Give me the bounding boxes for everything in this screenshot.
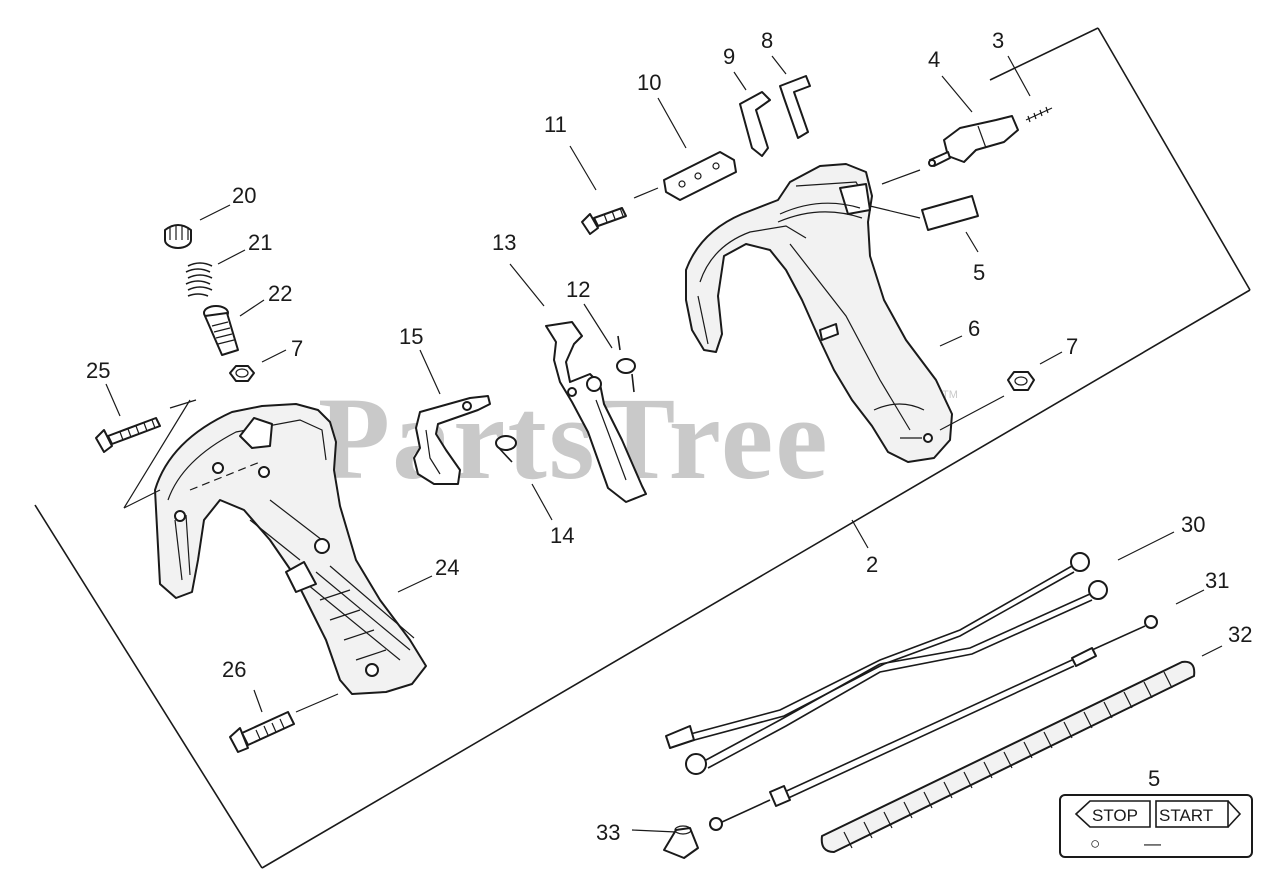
assembly-frame <box>34 27 1251 869</box>
callout-4: 4 <box>928 47 940 72</box>
callout-24: 24 <box>435 555 459 580</box>
callout-26: 26 <box>222 657 246 682</box>
part-7-nut-right <box>1007 371 1035 391</box>
callout-7-right: 7 <box>1066 334 1078 359</box>
callout-8: 8 <box>761 28 773 53</box>
callout-9: 9 <box>723 44 735 69</box>
callout-20: 20 <box>232 183 256 208</box>
part-33-cap <box>663 825 699 859</box>
decal-start-label: START <box>1159 806 1213 825</box>
part-14-spring <box>495 435 517 463</box>
part-13-trigger <box>545 321 647 503</box>
callout-30: 30 <box>1181 512 1205 537</box>
part-30-cable <box>665 552 1108 775</box>
part-25-screw <box>95 417 161 453</box>
callout-13: 13 <box>492 230 516 255</box>
callout-25: 25 <box>86 358 110 383</box>
part-6-handle-half <box>685 163 953 463</box>
callout-11: 11 <box>544 112 567 137</box>
part-12-spring <box>616 335 636 393</box>
callout-5-decal: 5 <box>1148 766 1160 791</box>
callout-22: 22 <box>268 281 292 306</box>
callout-21: 21 <box>248 230 272 255</box>
callout-33: 33 <box>596 820 620 845</box>
callout-5-small: 5 <box>973 260 985 285</box>
callout-14: 14 <box>550 523 574 548</box>
part-11-screw <box>581 207 627 235</box>
callout-labels: 20 21 22 7 25 24 26 15 14 13 12 11 10 9 … <box>86 28 1252 845</box>
part-15-lockout <box>413 395 491 485</box>
part-26-bolt <box>229 711 295 753</box>
leader-lines <box>105 55 1223 833</box>
part-31-inner-cable <box>709 615 1158 831</box>
part-22-plunger <box>203 305 239 356</box>
callout-15: 15 <box>399 324 423 349</box>
callout-32: 32 <box>1228 622 1252 647</box>
part-4-switch <box>928 115 1019 167</box>
part-8-bracket <box>779 75 811 139</box>
callout-10: 10 <box>637 70 661 95</box>
decal-on-symbol: — <box>1144 834 1161 853</box>
part-9-bracket <box>739 91 771 157</box>
callout-3: 3 <box>992 28 1004 53</box>
callout-12: 12 <box>566 277 590 302</box>
watermark-trademark: TM <box>942 389 958 401</box>
part-5-decal-small <box>921 195 979 231</box>
part-21-spring <box>185 262 213 297</box>
part-24-handle-half <box>154 403 427 695</box>
decal-off-symbol: ○ <box>1090 834 1100 853</box>
callout-7-left: 7 <box>291 336 303 361</box>
callout-6: 6 <box>968 316 980 341</box>
callout-2: 2 <box>866 552 878 577</box>
callout-31: 31 <box>1205 568 1229 593</box>
part-10-plate <box>663 151 737 201</box>
part-20-cap <box>164 224 192 249</box>
part-32-conduit <box>820 660 1196 853</box>
decal-stop-label: STOP <box>1092 806 1138 825</box>
part-7-nut-left <box>229 365 255 382</box>
part-3-screw <box>1025 106 1053 123</box>
stop-start-decal: STOP START ○ — <box>1059 794 1253 858</box>
